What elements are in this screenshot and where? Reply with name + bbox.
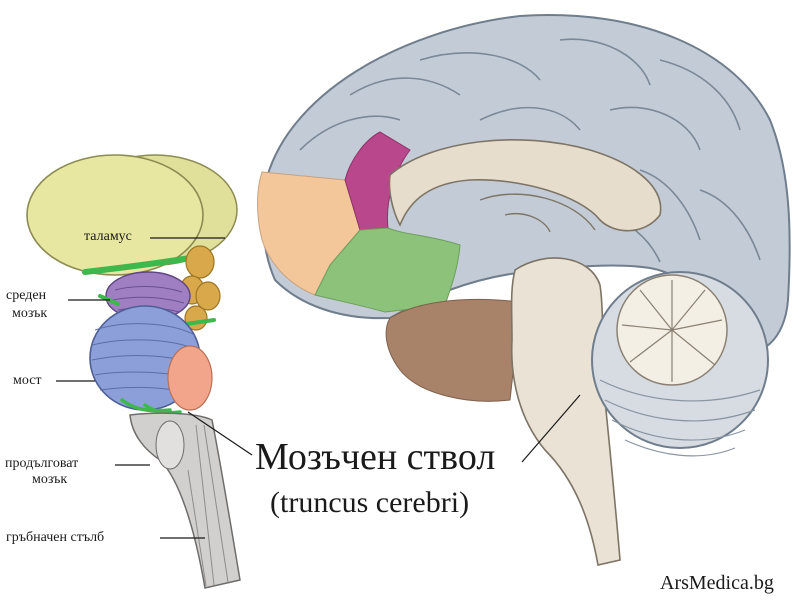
label-thalamus: таламус — [84, 229, 132, 244]
diagram-subtitle: (truncus cerebri) — [270, 486, 470, 519]
label-medulla-line1: продълговат — [5, 456, 79, 471]
watermark: ArsMedica.bg — [660, 572, 774, 594]
label-medulla-line2: мозък — [32, 472, 68, 487]
temporal-brown-area — [385, 298, 530, 402]
label-spinal: гръбначен стълб — [6, 530, 105, 545]
label-midbrain-line2: мозък — [12, 306, 48, 321]
arbor-vitae — [621, 280, 723, 382]
spinal-striations — [187, 424, 229, 587]
thalamus — [26, 154, 204, 276]
pons-nerves — [120, 398, 182, 415]
leader-lines — [56, 237, 581, 539]
cerebellum-folia — [599, 379, 761, 457]
sagittal-brain — [257, 14, 791, 566]
salmon-structure — [167, 345, 213, 411]
medulla — [129, 412, 241, 589]
corpus-callosum — [388, 139, 662, 232]
title-leader-left — [187, 411, 253, 456]
optic-band — [82, 255, 193, 275]
label-midbrain-line1: среден — [6, 288, 47, 303]
diagram-title: Мозъчен ствол — [255, 436, 496, 478]
label-pons: мост — [13, 373, 42, 388]
title-leader-right — [521, 394, 581, 463]
olive — [155, 420, 185, 470]
green-area — [314, 227, 461, 313]
brainstem-anterior — [26, 154, 241, 589]
inner-fold — [479, 193, 596, 233]
magenta-area — [344, 131, 411, 231]
